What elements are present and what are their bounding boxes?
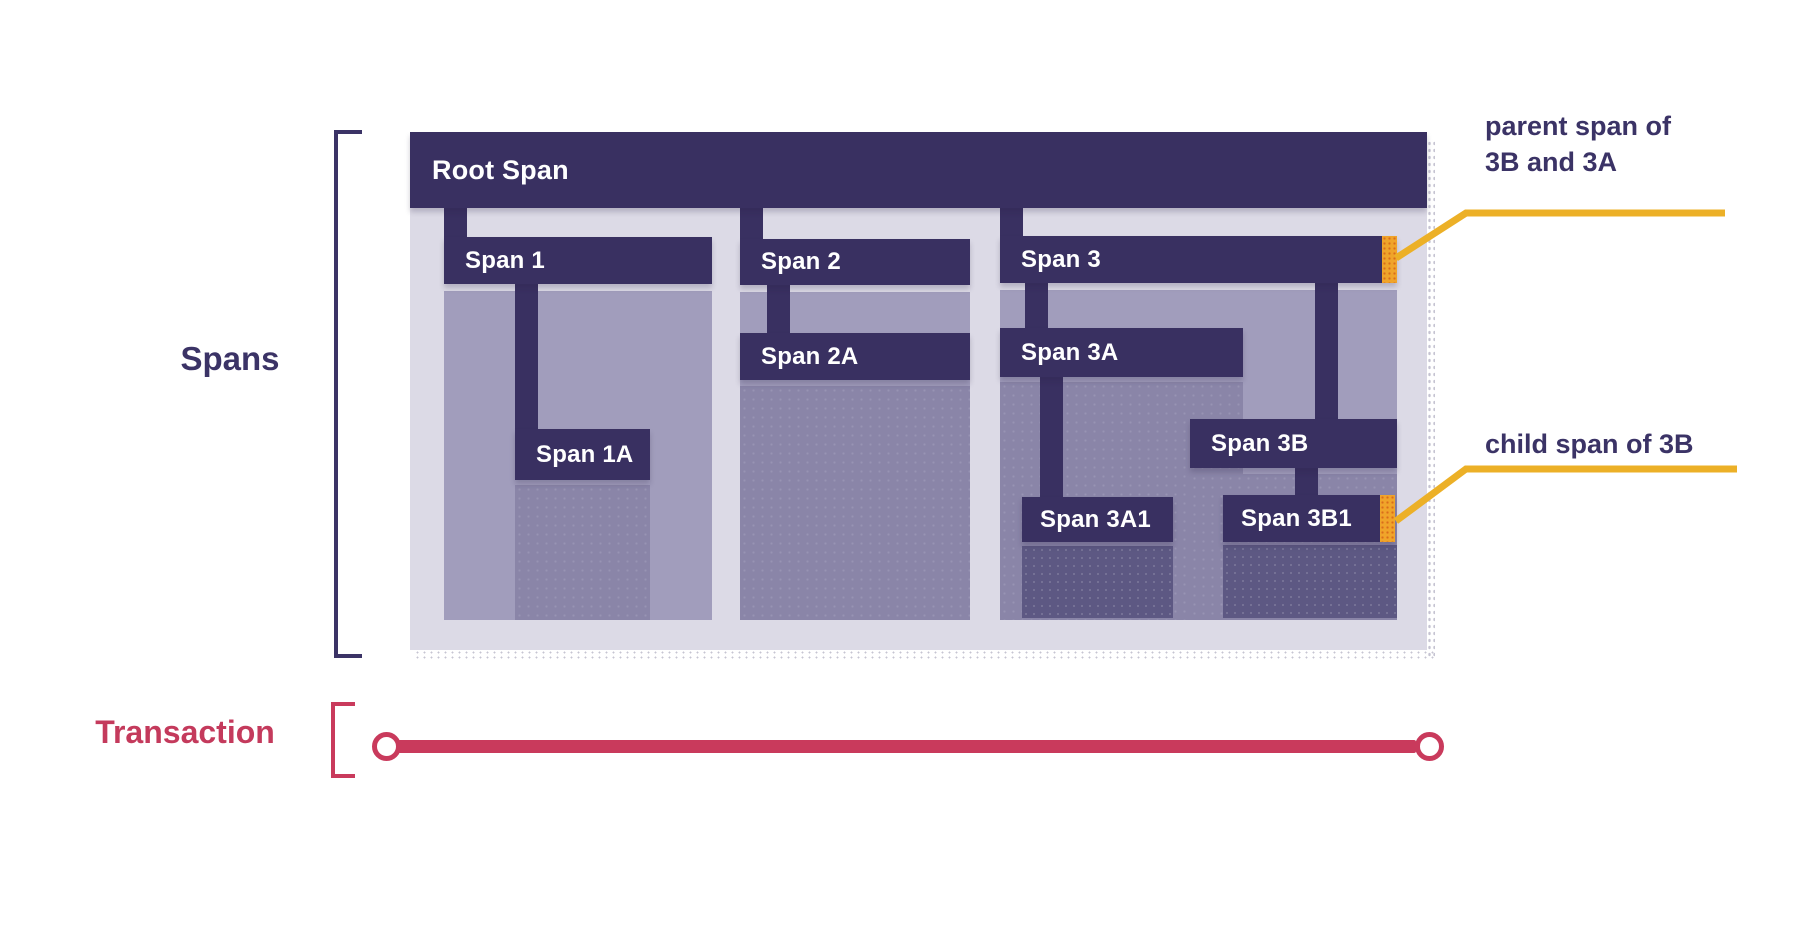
transaction-axis-label: Transaction (95, 714, 275, 750)
parent-span-callout-line (1394, 209, 1725, 261)
span3b1-body (1223, 545, 1397, 618)
span1a-body (515, 485, 650, 620)
span2-label: Span 2 (761, 248, 841, 275)
span1-label: Span 1 (465, 246, 545, 274)
span3-highlight-marker-icon (1382, 236, 1397, 283)
span1a-bar: Span 1A (515, 429, 650, 480)
span3a-label: Span 3A (1021, 338, 1119, 366)
connector-root-span1 (444, 208, 467, 238)
span2-bar: Span 2 (740, 239, 970, 285)
connector-root-span3 (1000, 208, 1023, 237)
parent-span-annotation: parent span of 3B and 3A (1485, 108, 1671, 180)
span3b-bar: Span 3B (1190, 419, 1397, 468)
span2a-body (740, 386, 970, 620)
transaction-timeline (398, 740, 1416, 753)
span3a1-body (1022, 546, 1173, 618)
transaction-bracket-bottom-tick (331, 774, 355, 778)
connector-span3-span3b (1315, 283, 1338, 420)
child-span-annotation-line1: child span of 3B (1485, 429, 1694, 459)
connector-span1-span1a (515, 284, 538, 430)
transaction-end-point (1415, 732, 1444, 761)
span3b1-highlight-marker-icon (1380, 495, 1395, 542)
parent-span-annotation-line1: parent span of (1485, 111, 1672, 141)
span3b-label: Span 3B (1211, 429, 1309, 457)
child-span-annotation: child span of 3B (1485, 426, 1694, 462)
root-span-label: Root Span (432, 154, 569, 185)
span3-bar: Span 3 (1000, 236, 1397, 283)
parent-span-annotation-line2: 3B and 3A (1485, 147, 1618, 177)
spans-bracket-top-tick (334, 130, 362, 134)
spans-bracket-bottom-tick (334, 654, 362, 658)
connector-span2-span2a (767, 285, 790, 334)
spans-axis-label: Spans (180, 340, 280, 377)
span3a1-label: Span 3A1 (1040, 505, 1151, 533)
connector-root-span2 (740, 208, 763, 240)
transaction-bracket-top-tick (331, 702, 355, 706)
span2a-label: Span 2A (761, 342, 859, 370)
transaction-start-point (372, 732, 401, 761)
span3a-bar: Span 3A (1000, 328, 1243, 377)
span2a-bar: Span 2A (740, 333, 970, 380)
span3a1-bar: Span 3A1 (1022, 497, 1173, 542)
span1a-label: Span 1A (536, 440, 634, 468)
connector-span3a-span3a1 (1040, 377, 1063, 498)
root-span-bar: Root Span (410, 132, 1427, 208)
span3-label: Span 3 (1021, 245, 1101, 273)
child-span-callout-line (1393, 465, 1737, 524)
span3b1-label: Span 3B1 (1241, 504, 1352, 532)
connector-span3b-span3b1 (1295, 468, 1318, 496)
span3b1-bar: Span 3B1 (1223, 495, 1395, 542)
span1-bar: Span 1 (444, 237, 712, 284)
spans-bracket-line (334, 130, 338, 658)
connector-span3-span3a (1025, 283, 1048, 329)
transaction-bracket-line (331, 702, 335, 778)
